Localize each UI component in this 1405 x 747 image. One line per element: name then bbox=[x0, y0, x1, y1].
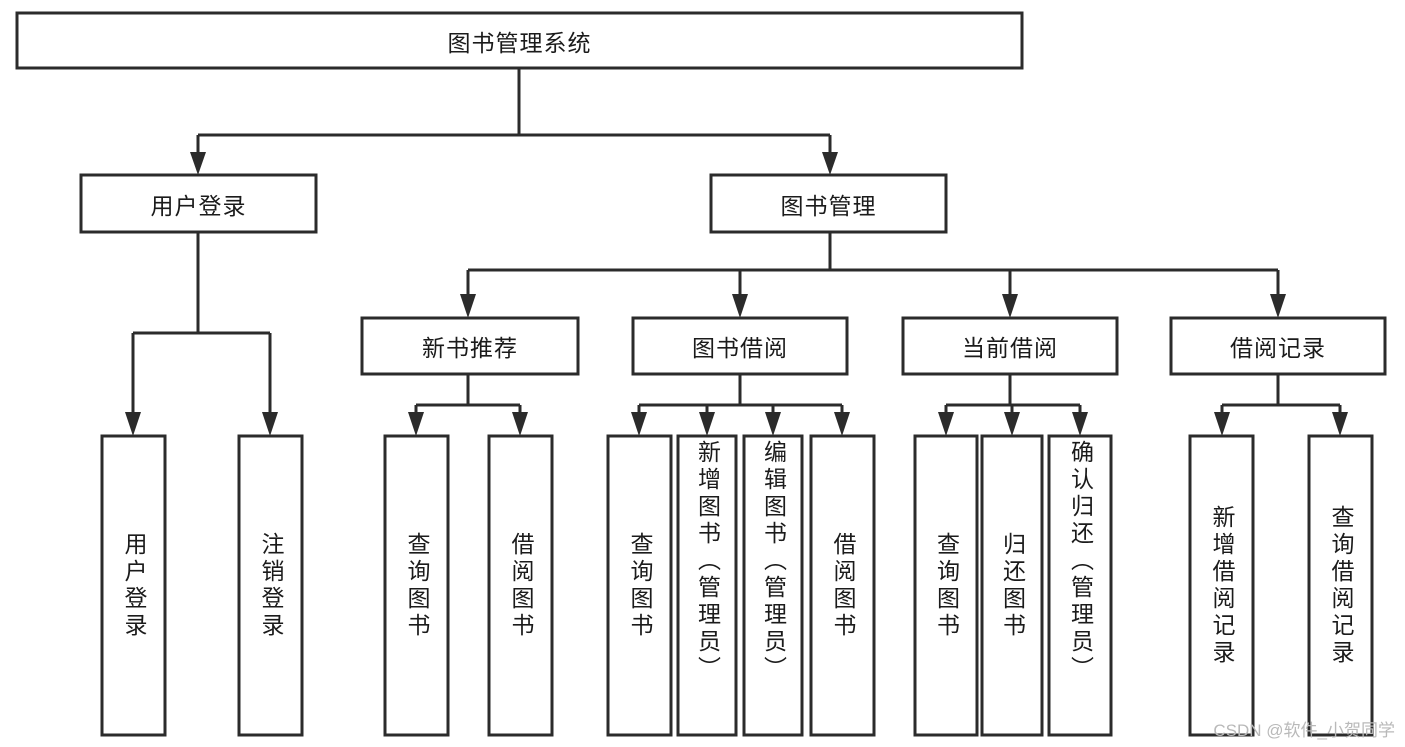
node-book-borrow[interactable] bbox=[631, 316, 849, 376]
arrow-borrow-c1 bbox=[631, 412, 647, 436]
node-root[interactable] bbox=[15, 11, 1024, 70]
arrow-borrow-c4 bbox=[834, 412, 850, 436]
edges-current-children bbox=[938, 374, 1088, 436]
leaf-borrow-1[interactable] bbox=[606, 434, 673, 737]
node-book-management[interactable] bbox=[709, 173, 948, 234]
leaf-new-book-2[interactable] bbox=[487, 434, 554, 737]
arrow-new-book-c2 bbox=[512, 412, 528, 436]
arrow-records-c2 bbox=[1332, 412, 1348, 436]
leaf-new-book-1[interactable] bbox=[383, 434, 450, 737]
leaf-records-1[interactable] bbox=[1188, 434, 1255, 737]
arrow-book-mgmt-c2 bbox=[732, 294, 748, 318]
arrow-to-user-login bbox=[190, 152, 206, 175]
leaf-borrow-4[interactable] bbox=[809, 434, 876, 737]
arrow-book-mgmt-c1 bbox=[460, 294, 476, 318]
arrow-borrow-c2 bbox=[699, 412, 715, 436]
node-borrow-records[interactable] bbox=[1169, 316, 1387, 376]
arrow-borrow-c3 bbox=[765, 412, 781, 436]
arrow-records-c1 bbox=[1214, 412, 1230, 436]
node-user-login[interactable] bbox=[79, 173, 318, 234]
arrow-book-mgmt-c3 bbox=[1002, 294, 1018, 318]
leaf-user-login-1[interactable] bbox=[100, 434, 167, 737]
leaf-current-1[interactable] bbox=[913, 434, 979, 737]
arrow-user-login-c2 bbox=[262, 412, 278, 436]
leaf-current-3[interactable] bbox=[1047, 434, 1113, 737]
leaf-borrow-2[interactable] bbox=[676, 434, 738, 737]
leaf-current-2[interactable] bbox=[980, 434, 1044, 737]
leaf-borrow-3[interactable] bbox=[742, 434, 804, 737]
csdn-watermark: CSDN @软件_小贺同学 bbox=[1213, 721, 1395, 740]
arrow-user-login-c1 bbox=[125, 412, 141, 436]
edges-borrow-children bbox=[631, 374, 850, 436]
arrow-book-mgmt-c4 bbox=[1270, 294, 1286, 318]
arrow-to-book-mgmt bbox=[822, 152, 838, 175]
arrow-current-c3 bbox=[1072, 412, 1088, 436]
edges-records-children bbox=[1214, 374, 1348, 436]
arrow-new-book-c1 bbox=[408, 412, 424, 436]
edges-new-book-children bbox=[408, 374, 528, 436]
edges-user-login-children bbox=[125, 232, 278, 436]
leaf-user-login-2[interactable] bbox=[237, 434, 304, 737]
node-current-borrow[interactable] bbox=[901, 316, 1119, 376]
arrow-current-c1 bbox=[938, 412, 954, 436]
node-new-book-recommend[interactable] bbox=[360, 316, 580, 376]
edges-book-mgmt-children bbox=[460, 232, 1286, 318]
leaf-records-2[interactable] bbox=[1307, 434, 1374, 737]
arrow-current-c2 bbox=[1004, 412, 1020, 436]
edges-root-to-level2 bbox=[190, 68, 838, 175]
